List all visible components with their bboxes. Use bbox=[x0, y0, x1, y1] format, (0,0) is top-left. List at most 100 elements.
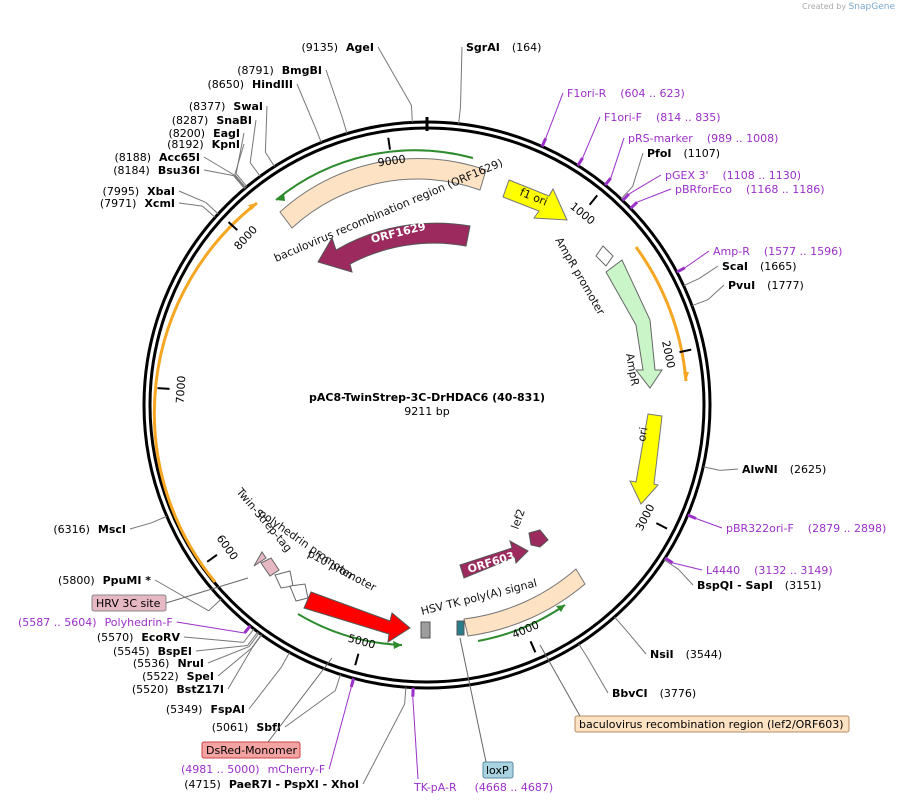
primer-mark bbox=[576, 157, 584, 167]
enzyme-position: (5520) bbox=[132, 683, 169, 696]
boxed-label-recomb-lef2[interactable]: baculovirus recombination region (lef2/O… bbox=[539, 644, 850, 733]
enzyme-site-mark bbox=[663, 559, 679, 570]
enzyme-label[interactable]: BspEI(5545) bbox=[113, 645, 192, 658]
enzyme-site-mark bbox=[334, 674, 341, 691]
enzyme-site-mark bbox=[247, 631, 259, 646]
primer-label[interactable]: pGEX 3'(1108 .. 1130) bbox=[628, 169, 801, 195]
enzyme-site-mark bbox=[341, 117, 348, 134]
primer-label[interactable]: Amp-R(1577 .. 1596) bbox=[684, 245, 843, 269]
enzyme-label[interactable]: SbfI(5061) bbox=[212, 721, 281, 734]
enzyme-site-mark bbox=[251, 634, 263, 649]
tick-label: 1000 bbox=[567, 200, 597, 228]
boxed-label-loxp-text: loxP bbox=[486, 764, 509, 777]
feature-recomb-orf1629[interactable] bbox=[279, 157, 487, 229]
feature-ori[interactable] bbox=[629, 413, 663, 505]
primer-label[interactable]: pBRforEco(1168 .. 1186) bbox=[636, 183, 825, 203]
enzyme-label[interactable]: SwaI(8377) bbox=[189, 100, 263, 113]
enzyme-label[interactable]: ScaI(1665) bbox=[722, 260, 797, 273]
leader-dsred bbox=[267, 657, 333, 743]
enzyme-label[interactable]: HindIII(8650) bbox=[207, 78, 293, 91]
primer-name: F1ori-F bbox=[604, 111, 642, 124]
primer-label[interactable]: pBR322ori-F(2879 .. 2898) bbox=[695, 518, 886, 535]
feature-lef2[interactable] bbox=[528, 529, 549, 548]
enzyme-name: PvuI bbox=[728, 279, 755, 292]
tick-label: 6000 bbox=[214, 532, 241, 562]
primer-range: (1577 .. 1596) bbox=[764, 245, 843, 258]
enzyme-site-mark bbox=[243, 628, 255, 643]
enzyme-position: (1777) bbox=[767, 279, 804, 292]
feature-gray-block[interactable] bbox=[420, 621, 431, 639]
feature-orf1629[interactable] bbox=[317, 222, 471, 273]
enzyme-label[interactable]: FspAI(5349) bbox=[166, 703, 245, 716]
enzyme-name: SpeI bbox=[187, 670, 214, 683]
enzyme-site-mark bbox=[458, 106, 461, 124]
enzyme-leader-line bbox=[296, 83, 316, 127]
boxed-label-dsred[interactable]: DsRed-Monomer bbox=[201, 657, 333, 759]
enzyme-name: PfoI bbox=[647, 147, 672, 160]
feature-twin-strep-tag[interactable] bbox=[260, 557, 280, 577]
enzyme-label[interactable]: BstZ17I(5520) bbox=[132, 683, 224, 696]
enzyme-label[interactable]: XbaI(7995) bbox=[103, 185, 175, 198]
primer-leader-line bbox=[176, 621, 245, 634]
enzyme-label[interactable]: AgeI(9135) bbox=[301, 41, 374, 54]
enzyme-label[interactable]: Acc65I(8188) bbox=[114, 151, 200, 164]
primer-name: pGEX 3' bbox=[665, 169, 709, 182]
boxed-label-dsred-box bbox=[201, 741, 301, 759]
enzyme-label[interactable]: EcoRV(5570) bbox=[97, 631, 181, 644]
enzyme-label[interactable]: NsiI(3544) bbox=[650, 648, 722, 661]
primer-label[interactable]: F1ori-F(814 .. 835) bbox=[582, 111, 721, 159]
enzyme-name: PaeR7I - PspXI - XhoI bbox=[229, 778, 359, 791]
enzyme-label[interactable]: MscI(6316) bbox=[53, 523, 126, 536]
primer-label[interactable]: (4668 .. 4687)TK-pA-R bbox=[412, 696, 553, 794]
feature-f1-ori[interactable] bbox=[502, 179, 568, 221]
primer-label[interactable]: L4440(3132 .. 3149) bbox=[672, 562, 833, 577]
tick-mark bbox=[679, 348, 692, 354]
enzyme-label[interactable]: XcmI(7971) bbox=[100, 197, 175, 210]
primer-range: (1168 .. 1186) bbox=[746, 183, 825, 196]
feature-recomb-lef2[interactable] bbox=[463, 568, 586, 637]
plasmid-title: pAC8-TwinStrep-3C-DrHDAC6 (40-831) bbox=[309, 391, 545, 404]
primer-name: pBR322ori-F bbox=[726, 522, 794, 535]
enzyme-label[interactable]: NruI(5536) bbox=[133, 657, 204, 670]
feature-loxp-block[interactable] bbox=[456, 620, 465, 636]
enzyme-label[interactable]: PfoI(1107) bbox=[647, 147, 720, 160]
enzyme-name: Acc65I bbox=[159, 151, 200, 164]
enzyme-site-mark bbox=[691, 299, 709, 307]
enzyme-name: EagI bbox=[213, 127, 240, 140]
primer-label[interactable]: (4981 .. 5000)mCherry-F bbox=[181, 686, 352, 776]
boxed-label-hrv-3c[interactable]: HRV 3C site bbox=[91, 577, 249, 612]
feature-p10-promoter-arrow[interactable] bbox=[289, 583, 309, 602]
feature-dsred-insert[interactable] bbox=[303, 591, 411, 643]
enzyme-label[interactable]: PvuI (1777) bbox=[728, 279, 804, 292]
enzyme-label[interactable]: BmgBI(8791) bbox=[237, 64, 322, 77]
feature-polyhedrin-promoter-arrow[interactable] bbox=[274, 570, 294, 589]
primer-label[interactable]: F1ori-R(604 .. 623) bbox=[545, 87, 685, 139]
enzyme-position: (3544) bbox=[686, 648, 723, 661]
feature-ampr[interactable] bbox=[605, 259, 663, 389]
enzyme-label[interactable]: AlwNI(2625) bbox=[742, 463, 826, 476]
primer-name: L4440 bbox=[706, 564, 740, 577]
primer-label[interactable]: (5587 .. 5604)Polyhedrin-F bbox=[18, 616, 245, 634]
enzyme-position: (8200) bbox=[169, 127, 206, 140]
enzyme-label[interactable]: SpeI(5522) bbox=[142, 670, 214, 683]
enzyme-label[interactable]: SgrAI(164) bbox=[466, 41, 541, 54]
enzyme-label[interactable]: BspQI - SapI(3151) bbox=[697, 579, 821, 592]
boxed-label-loxp[interactable]: loxP bbox=[459, 637, 514, 779]
feature-ampr-promoter-arrow[interactable] bbox=[595, 245, 614, 267]
enzyme-label[interactable]: PaeR7I - PspXI - XhoI(4715) bbox=[184, 778, 359, 791]
enzyme-label[interactable]: SnaBI(8287) bbox=[172, 114, 252, 127]
enzyme-label[interactable]: Bsu36I(8184) bbox=[113, 164, 200, 177]
tick-mark bbox=[227, 221, 238, 231]
enzyme-label[interactable]: PpuMI *(5800) bbox=[58, 574, 151, 587]
enzyme-position: (8377) bbox=[189, 100, 226, 113]
tick-label: 9000 bbox=[377, 153, 407, 170]
feature-hrv-3c-mark[interactable] bbox=[253, 551, 267, 567]
enzyme-label[interactable]: KpnI(8192) bbox=[167, 138, 240, 151]
enzyme-label[interactable]: EagI (8200) bbox=[169, 127, 240, 140]
primer-leader-line bbox=[610, 137, 625, 179]
enzyme-label[interactable]: BbvCI(3776) bbox=[612, 687, 696, 700]
feature-orf603[interactable] bbox=[459, 539, 529, 579]
green-arc-insert bbox=[297, 613, 403, 646]
primer-label[interactable]: pRS-marker(989 .. 1008) bbox=[610, 132, 779, 179]
